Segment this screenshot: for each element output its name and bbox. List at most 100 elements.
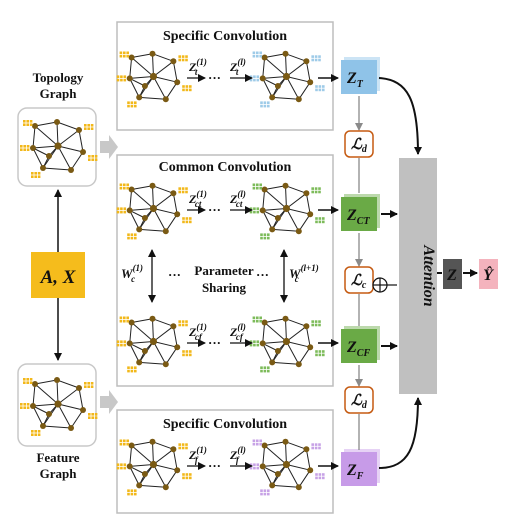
graph-node bbox=[269, 482, 276, 489]
graph-node bbox=[170, 323, 177, 330]
graph-edge bbox=[34, 383, 59, 405]
feature-marker bbox=[185, 88, 189, 92]
feature-marker bbox=[116, 343, 120, 347]
graph-edge bbox=[131, 53, 153, 58]
feature-marker bbox=[252, 319, 256, 323]
feature-marker bbox=[130, 236, 134, 240]
graph-edge bbox=[152, 318, 154, 342]
graph-node bbox=[162, 361, 169, 368]
feature-marker bbox=[256, 319, 259, 323]
graph-node bbox=[259, 463, 266, 470]
feature-marker bbox=[181, 58, 185, 62]
graph-edge bbox=[264, 441, 286, 446]
graph-node bbox=[282, 315, 289, 322]
zcf-embedding: ZCF bbox=[341, 326, 380, 363]
feature-marker bbox=[120, 343, 123, 347]
feature-marker bbox=[181, 443, 185, 446]
feature-marker bbox=[253, 343, 256, 347]
feature-marker bbox=[178, 446, 181, 450]
feature-marker bbox=[260, 489, 263, 492]
feature-marker bbox=[252, 51, 256, 55]
graph-node bbox=[170, 190, 177, 197]
feature-marker bbox=[185, 353, 189, 357]
feature-marker bbox=[185, 446, 188, 450]
graph-node bbox=[282, 50, 289, 57]
feature-marker bbox=[315, 350, 318, 353]
feature-marker bbox=[256, 75, 260, 78]
feature-marker bbox=[318, 353, 322, 357]
feature-marker bbox=[260, 366, 263, 369]
feature-marker bbox=[37, 430, 41, 433]
feature-marker bbox=[259, 54, 262, 58]
feature-marker bbox=[256, 442, 259, 446]
graph-edge bbox=[32, 147, 44, 169]
feature-marker bbox=[123, 439, 126, 443]
feature-marker bbox=[322, 85, 325, 88]
feature-marker bbox=[94, 416, 98, 419]
feature-marker bbox=[127, 101, 130, 104]
specific-conv-top-title: Specific Convolution bbox=[163, 29, 287, 44]
feature-marker bbox=[126, 183, 129, 187]
graph-node bbox=[295, 361, 302, 368]
graph-edge bbox=[264, 322, 287, 342]
feature-marker bbox=[253, 466, 256, 470]
feature-marker bbox=[34, 175, 37, 178]
feature-marker bbox=[119, 316, 123, 320]
graph-edge bbox=[131, 189, 154, 209]
feature-marker bbox=[318, 476, 322, 480]
feature-marker bbox=[88, 155, 91, 158]
graph-node bbox=[269, 359, 276, 366]
feature-marker bbox=[252, 54, 256, 58]
graph-edge bbox=[57, 145, 72, 171]
w-right-label: W(l+1)c bbox=[289, 263, 319, 284]
feature-marker bbox=[189, 350, 192, 353]
feature-marker bbox=[126, 319, 129, 323]
feature-marker bbox=[185, 473, 189, 476]
feature-marker bbox=[182, 220, 185, 224]
graph-node bbox=[259, 340, 266, 347]
feature-marker bbox=[189, 473, 192, 476]
feature-marker bbox=[90, 385, 94, 388]
feature-marker bbox=[182, 476, 185, 480]
graph-node bbox=[141, 215, 148, 221]
feature-marker bbox=[87, 382, 90, 385]
graph-node bbox=[126, 207, 133, 214]
feature-marker bbox=[88, 158, 91, 161]
feature-marker bbox=[119, 186, 123, 190]
graph-edge bbox=[32, 403, 59, 407]
graph-node bbox=[282, 72, 291, 81]
feature-marker bbox=[318, 320, 321, 323]
topology-label-line2: Graph bbox=[40, 86, 78, 101]
feature-marker bbox=[23, 145, 26, 148]
feature-marker bbox=[116, 210, 120, 214]
feature-marker bbox=[134, 104, 137, 108]
feature-marker bbox=[256, 207, 260, 210]
graph-node bbox=[80, 407, 86, 413]
feature-marker bbox=[318, 323, 321, 327]
feature-marker bbox=[256, 51, 259, 55]
graph-node bbox=[128, 54, 135, 61]
graph-edge bbox=[129, 57, 133, 79]
feature-marker bbox=[256, 186, 259, 190]
feature-marker bbox=[127, 236, 130, 240]
graph-node bbox=[261, 442, 268, 449]
feature-marker bbox=[311, 55, 314, 58]
graph-node bbox=[282, 337, 291, 346]
yhat-label: Ŷ bbox=[483, 265, 494, 284]
graph-edge bbox=[78, 129, 84, 153]
feature-marker bbox=[84, 127, 87, 130]
topology-graph bbox=[20, 119, 98, 178]
graph-node bbox=[174, 211, 181, 218]
graph-node bbox=[128, 186, 135, 193]
feature-marker bbox=[26, 381, 29, 384]
feature-marker bbox=[181, 320, 185, 323]
feature-marker bbox=[94, 413, 98, 416]
graph-edge bbox=[131, 441, 153, 446]
graph-edge bbox=[152, 185, 154, 209]
feature-marker bbox=[185, 190, 188, 194]
graph-edge bbox=[34, 125, 59, 147]
z-final-label: Z bbox=[446, 267, 457, 284]
loss-d-top-label: ℒd bbox=[351, 137, 368, 155]
graph-edge bbox=[153, 464, 178, 471]
